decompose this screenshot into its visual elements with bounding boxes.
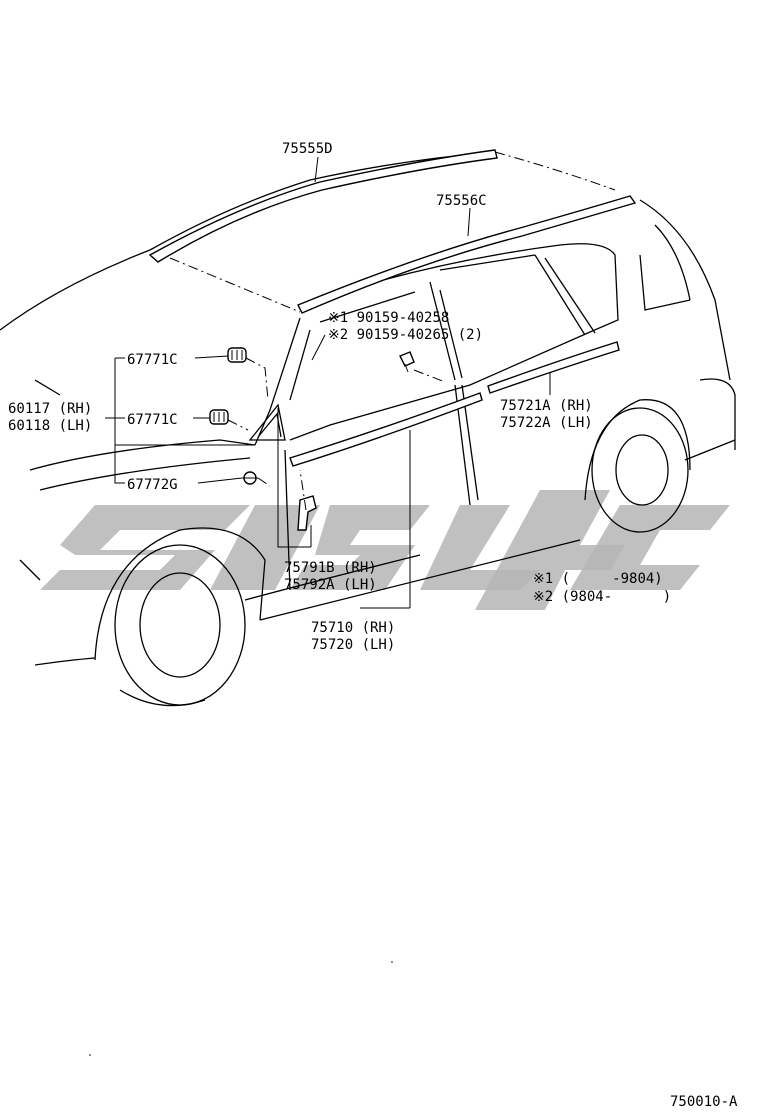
clip-icon [209, 409, 229, 425]
label-clip2: 67771C [127, 412, 178, 428]
screw-icon [399, 351, 415, 373]
watermark-logo [40, 490, 730, 610]
part-labels: 75555D 75556C ※1 90159-40258 ※2 90159-40… [8, 141, 593, 653]
label-front-molding-rh: 75710 (RH) [311, 620, 395, 636]
car-outline [0, 151, 736, 707]
figure-code: 750010-A [670, 1094, 738, 1110]
clip-icon [242, 471, 258, 485]
label-clip1: 67771C [127, 352, 178, 368]
legend-note2: ※2 (9804- ) [533, 589, 671, 605]
label-screw-note1: ※1 90159-40258 [328, 310, 449, 326]
clip-icon [227, 347, 247, 363]
label-screw-note2: ※2 90159-40265 (2) [328, 327, 483, 343]
label-75555D: 75555D [282, 141, 333, 157]
rear-door-molding-part [487, 341, 620, 394]
legend: ※1 ( -9804) ※2 (9804- ) [533, 571, 671, 605]
roof-molding-left-part [148, 149, 498, 263]
roof-molding-right-part [297, 195, 637, 314]
label-bracket-lh: 75792A (LH) [284, 577, 377, 593]
bracket-part [297, 495, 317, 531]
label-front-molding-lh: 75720 (LH) [311, 637, 395, 653]
label-rear-molding-rh: 75721A (RH) [500, 398, 593, 414]
label-clip3: 67772G [127, 477, 178, 493]
label-pillar-lh: 60118 (LH) [8, 418, 92, 434]
label-bracket-rh: 75791B (RH) [284, 560, 377, 576]
front-door-molding-part [289, 392, 483, 467]
label-rear-molding-lh: 75722A (LH) [500, 415, 593, 431]
label-75556C: 75556C [436, 193, 487, 209]
leader-lines [105, 156, 551, 609]
label-pillar-rh: 60117 (RH) [8, 401, 92, 417]
legend-note1: ※1 ( -9804) [533, 571, 663, 587]
